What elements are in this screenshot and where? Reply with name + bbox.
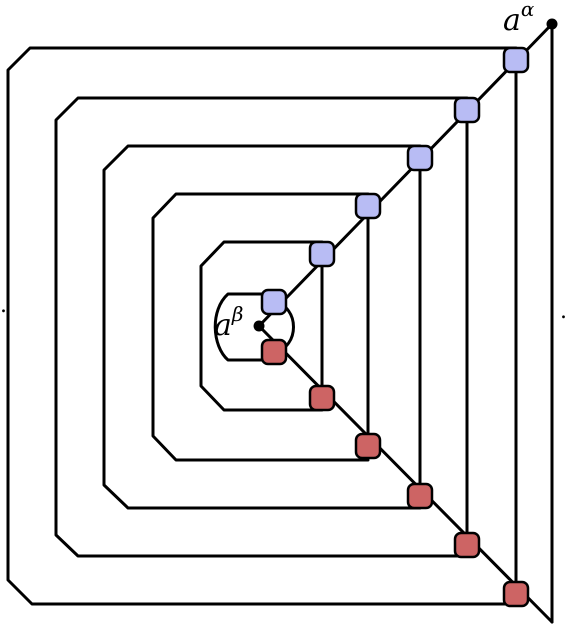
label-a-beta: aβ bbox=[214, 302, 243, 343]
blue-node-5 bbox=[308, 240, 336, 268]
red-node-3 bbox=[354, 432, 382, 460]
red-node-2 bbox=[308, 384, 336, 412]
loop-3 bbox=[102, 144, 422, 510]
left-period: . bbox=[0, 293, 7, 318]
red-node-5 bbox=[453, 531, 481, 559]
vertex-beta-dot bbox=[253, 320, 265, 332]
upper-diagonal-wire bbox=[257, 22, 554, 328]
blue-node-1 bbox=[502, 46, 530, 74]
center-arc-left bbox=[213, 292, 264, 362]
red-node-6 bbox=[502, 580, 530, 608]
loop-5 bbox=[199, 240, 324, 412]
loop-4 bbox=[151, 192, 370, 462]
blue-node-3 bbox=[406, 144, 434, 172]
blue-node-2 bbox=[453, 96, 481, 124]
lower-diagonal-wire bbox=[257, 324, 554, 624]
blue-node-4 bbox=[354, 192, 382, 220]
loop-1 bbox=[6, 46, 518, 606]
blue-node-6 bbox=[260, 288, 288, 316]
label-a-alpha: aα bbox=[503, 0, 535, 38]
right-period: . bbox=[560, 299, 567, 324]
red-node-1 bbox=[260, 338, 288, 366]
red-node-4 bbox=[406, 482, 434, 510]
vertex-alpha-dot bbox=[546, 18, 558, 30]
loop-2 bbox=[54, 96, 469, 558]
